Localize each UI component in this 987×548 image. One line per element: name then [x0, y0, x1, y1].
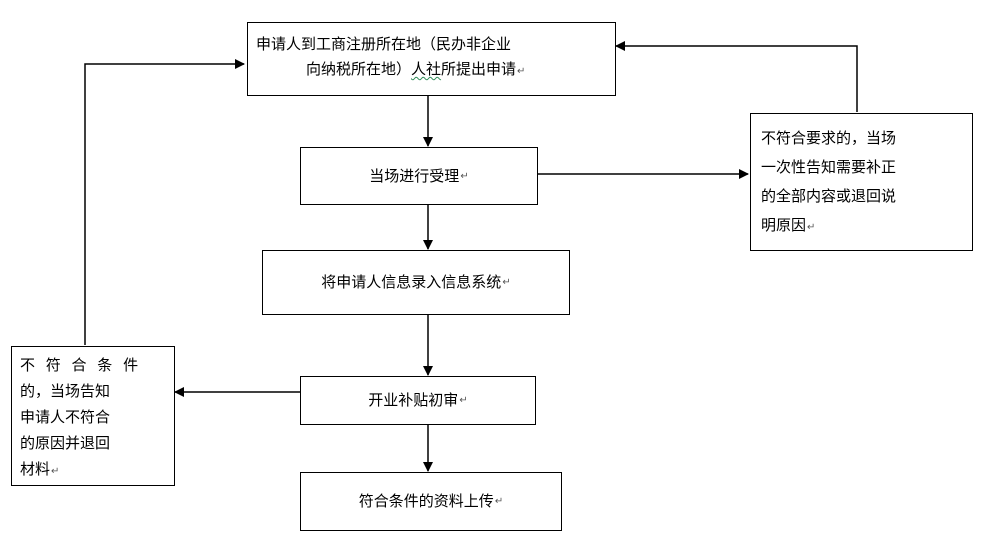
- node-upload: 符合条件的资料上传↵: [300, 472, 562, 531]
- paragraph-mark: ↵: [494, 496, 504, 507]
- paragraph-mark: ↵: [517, 66, 526, 77]
- node-review-label: 开业补贴初审: [368, 391, 459, 409]
- node-apply-line1: 申请人到工商注册所在地（民办非企业: [256, 35, 512, 53]
- node-reject-left-line4: 的原因并退回: [20, 434, 111, 452]
- arrow-reject-right-to-apply: [615, 41, 858, 112]
- node-reject-right-line1: 不符合要求的，当场: [761, 129, 897, 147]
- node-accept-label: 当场进行受理: [369, 166, 460, 185]
- node-reject-left-line5: 材料↵: [20, 456, 166, 485]
- node-reject-left-line1: 不 符 合 条 件: [20, 356, 142, 374]
- paragraph-mark: ↵: [502, 277, 511, 288]
- node-upload-label: 符合条件的资料上传: [358, 492, 494, 510]
- paragraph-mark: ↵: [51, 466, 60, 477]
- node-apply-line2-squiggle: 人社: [411, 60, 442, 78]
- node-reject-left-line3: 申请人不符合: [20, 408, 111, 426]
- node-reject-right-line4-text: 明原因: [761, 216, 807, 234]
- node-reject-right-line4: 明原因↵: [761, 211, 962, 242]
- node-enter: 将申请人信息录入信息系统↵: [262, 250, 570, 315]
- node-apply: 申请人到工商注册所在地（民办非企业 向纳税所在地）人社所提出申请↵: [247, 22, 616, 96]
- paragraph-mark: ↵: [807, 222, 816, 233]
- node-reject-left-line2: 的，当场告知: [20, 382, 111, 400]
- paragraph-mark: ↵: [459, 395, 468, 406]
- node-reject-right: 不符合要求的，当场 一次性告知需要补正 的全部内容或退回说 明原因↵: [750, 113, 973, 251]
- node-reject-right-line3: 的全部内容或退回说: [761, 187, 897, 205]
- arrow-reject-left-to-apply: [84, 59, 245, 345]
- node-reject-left-line5-text: 材料: [20, 460, 51, 478]
- node-reject-right-line2: 一次性告知需要补正: [761, 158, 897, 176]
- node-enter-label: 将申请人信息录入信息系统: [321, 273, 502, 291]
- node-review: 开业补贴初审↵: [300, 376, 536, 425]
- paragraph-mark: ↵: [460, 170, 469, 182]
- node-reject-left: 不 符 合 条 件 的，当场告知 申请人不符合 的原因并退回 材料↵: [11, 346, 175, 486]
- node-apply-line2: 向纳税所在地）人社所提出申请↵: [256, 57, 607, 84]
- node-apply-line2-post: 所提出申请: [441, 60, 517, 78]
- node-accept: 当场进行受理↵: [300, 147, 538, 205]
- node-apply-line2-pre: 向纳税所在地）: [306, 60, 412, 78]
